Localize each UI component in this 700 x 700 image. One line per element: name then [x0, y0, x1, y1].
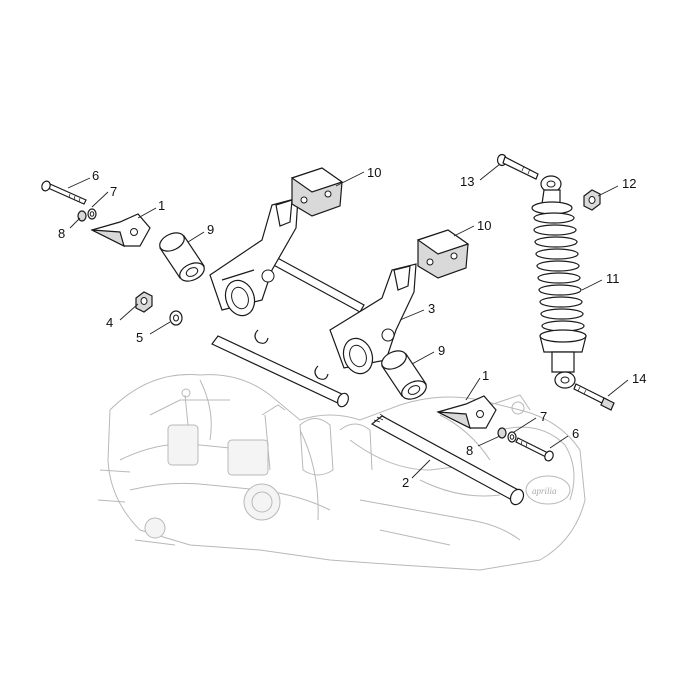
callout-8-right: 8: [466, 443, 473, 458]
circlip-left: [254, 329, 269, 344]
part-8-nut-left: [77, 210, 87, 222]
callout-12: 12: [622, 176, 636, 191]
part-7-washer-right: [507, 431, 517, 443]
part-2-rod: [370, 413, 525, 506]
callout-6-right: 6: [572, 426, 579, 441]
pivot-pin: [211, 335, 350, 408]
part-1-clip-right: [436, 395, 497, 430]
circlip-right: [314, 365, 329, 380]
part-6-bolt-right: [515, 437, 554, 462]
spring-coils: [533, 212, 585, 332]
callout-10-lower: 10: [477, 218, 491, 233]
callout-3: 3: [428, 301, 435, 316]
callout-1-right: 1: [482, 368, 489, 383]
callout-6-left: 6: [92, 168, 99, 183]
part-4-nut: [135, 291, 153, 313]
leader-lines: [67, 163, 629, 479]
part-10-block-upper: [290, 167, 344, 217]
part-11-shock-absorber: [531, 175, 587, 389]
part-14-bolt: [573, 383, 615, 411]
part-9-bushing-right: [381, 350, 427, 400]
part-13-bolt: [496, 153, 539, 180]
callout-7-left: 7: [110, 184, 117, 199]
callout-7-right: 7: [540, 409, 547, 424]
part-12-nut: [583, 189, 601, 211]
callout-9-left: 9: [207, 222, 214, 237]
callout-13: 13: [460, 174, 474, 189]
callout-4: 4: [106, 315, 113, 330]
callout-9-right: 9: [438, 343, 445, 358]
callout-1-left: 1: [158, 198, 165, 213]
callout-11: 11: [606, 271, 620, 286]
engine-background: aprilia: [97, 373, 586, 571]
callout-labels: 6 7 8 1 9 10 10 4 5 3 9 1 13 12 11 14 6 …: [58, 165, 646, 490]
callout-5: 5: [136, 330, 143, 345]
part-6-bolt-left: [41, 180, 87, 205]
callout-14: 14: [632, 371, 646, 386]
part-10-block-lower: [416, 229, 470, 279]
part-3-bracket-right: [329, 263, 417, 375]
part-1-clip-left: [90, 213, 151, 248]
part-5-washer: [169, 310, 183, 326]
upper-tie-bar: [267, 254, 365, 313]
callout-8-left: 8: [58, 226, 65, 241]
part-8-nut-right: [497, 427, 507, 439]
callout-2: 2: [402, 475, 409, 490]
part-3-bracket-left: [209, 197, 299, 317]
part-7-washer-left: [87, 208, 97, 220]
engine-logo: aprilia: [532, 486, 557, 496]
part-9-bushing-left: [159, 232, 205, 282]
callout-10-upper: 10: [367, 165, 381, 180]
